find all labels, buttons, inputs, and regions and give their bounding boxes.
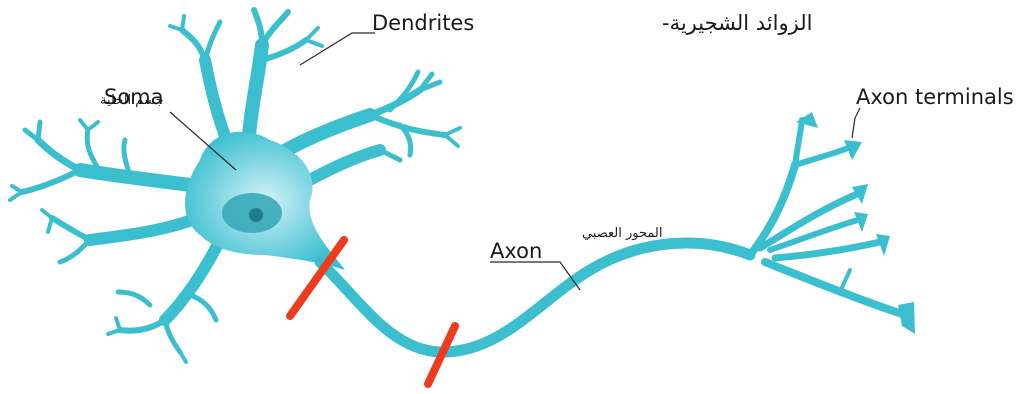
label-dendrites-arabic: الزوائد الشجيرية-	[662, 11, 812, 35]
label-axon-terminals: Axon terminals	[856, 85, 1014, 109]
label-axon: Axon	[490, 239, 542, 263]
leader-dendrites	[300, 33, 375, 65]
label-soma: Soma	[104, 85, 164, 109]
nucleolus	[249, 208, 263, 222]
dendrite-left	[80, 170, 190, 185]
label-axon-arabic: المحور العصبي	[582, 226, 662, 241]
axon-terminals	[750, 120, 905, 315]
label-dendrites: Dendrites	[372, 11, 474, 35]
leader-axon-terminals	[852, 108, 860, 138]
terminal-bouton-6	[898, 302, 915, 334]
